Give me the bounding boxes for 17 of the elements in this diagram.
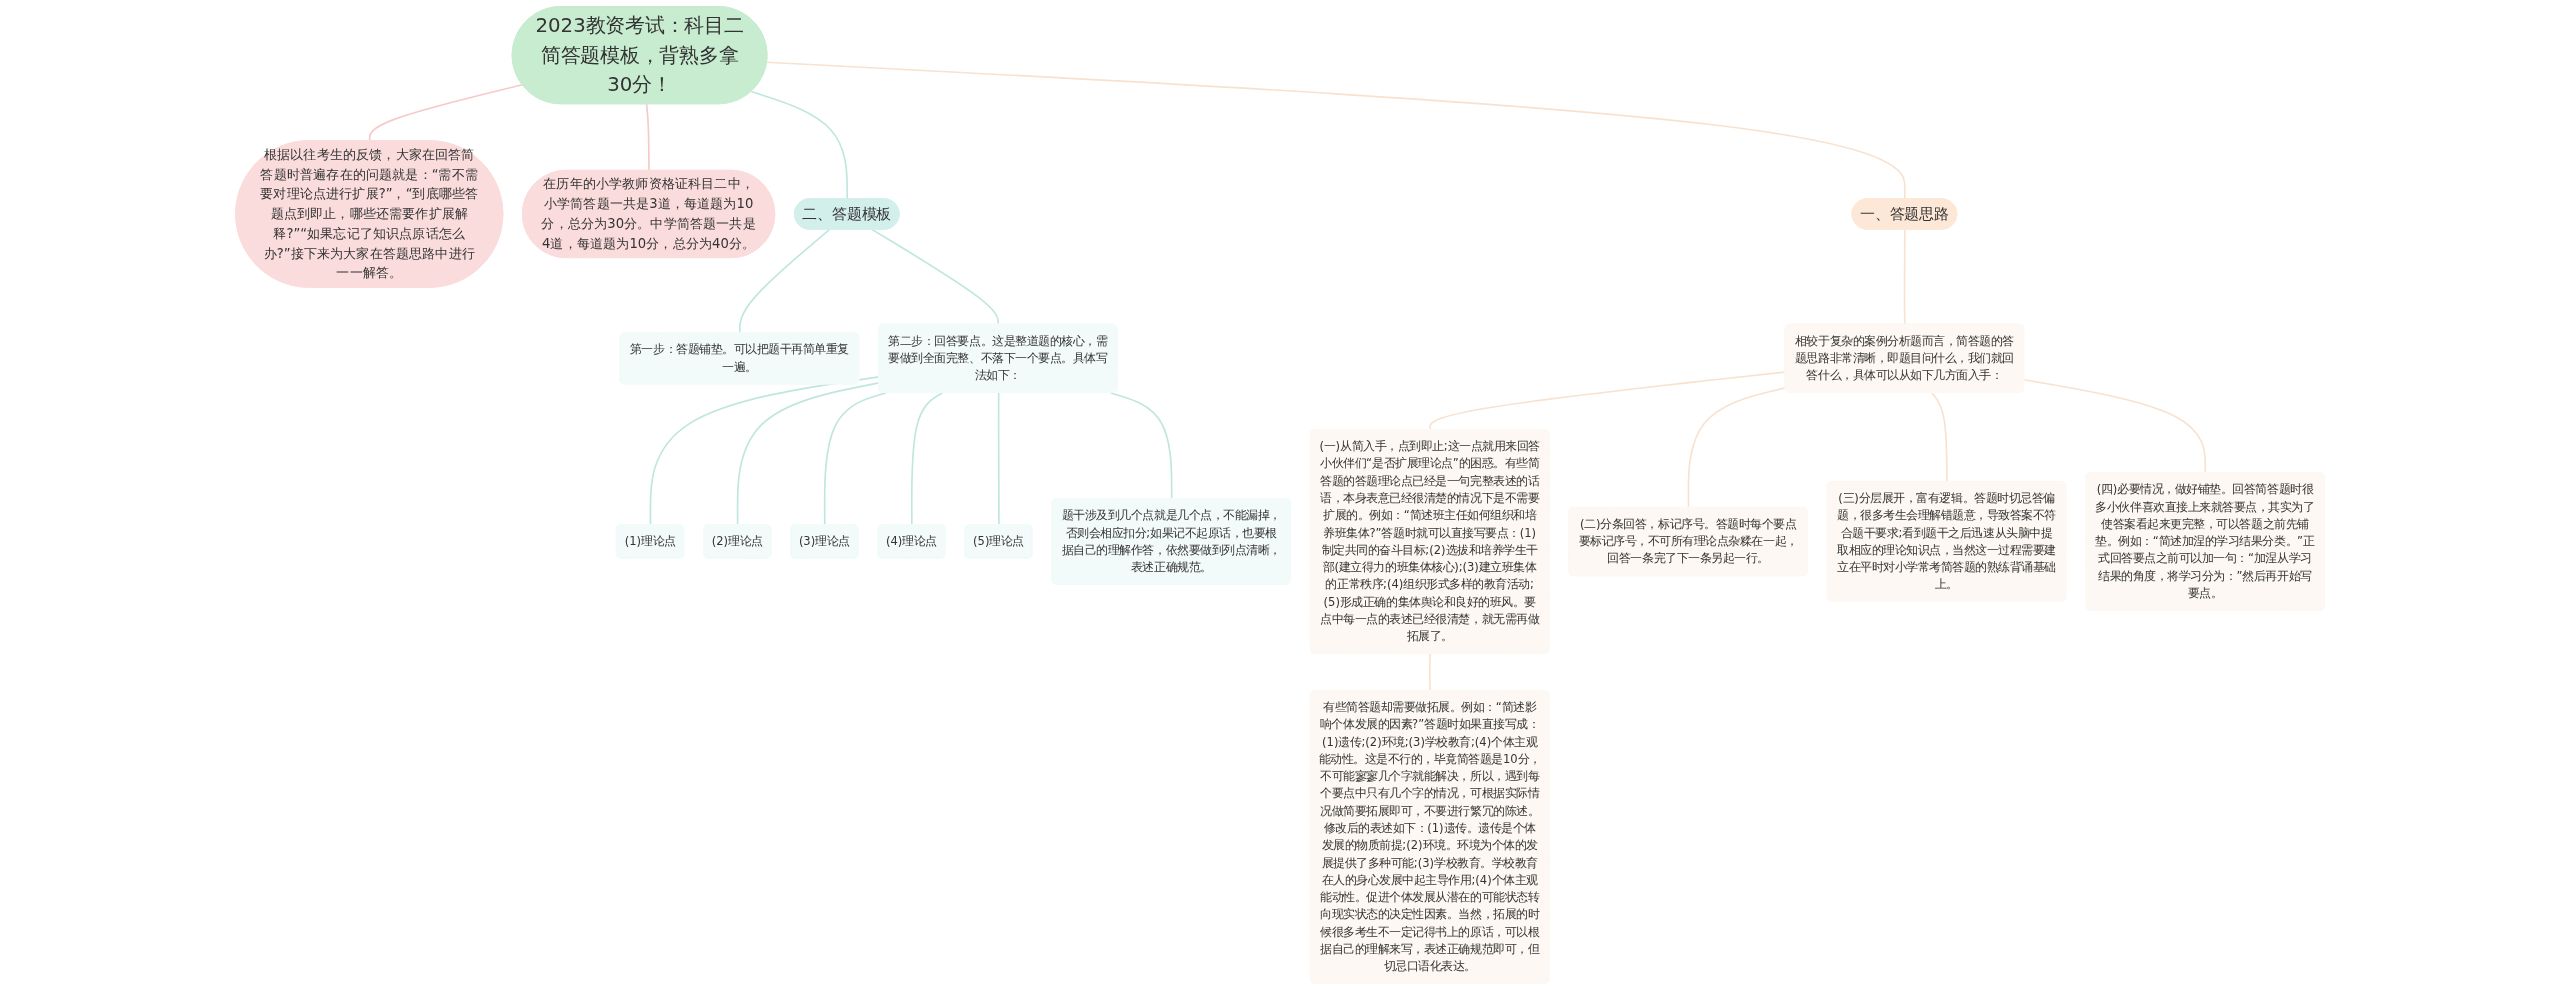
connector: [997, 392, 1000, 526]
connector: [823, 392, 887, 526]
connector: [1109, 392, 1173, 500]
connector: [1687, 387, 1787, 509]
connector: [1429, 371, 1787, 431]
connector: [2023, 378, 2207, 474]
connector: [1429, 653, 1431, 692]
connector: [871, 228, 1000, 326]
connector: [910, 392, 944, 526]
connector: [750, 90, 848, 200]
connector: [368, 83, 524, 142]
connector: [736, 382, 880, 526]
connector: [766, 61, 1906, 200]
connector: [649, 376, 880, 526]
connector: [1903, 228, 1906, 326]
connector: [1931, 392, 1948, 483]
connector: [645, 103, 650, 172]
